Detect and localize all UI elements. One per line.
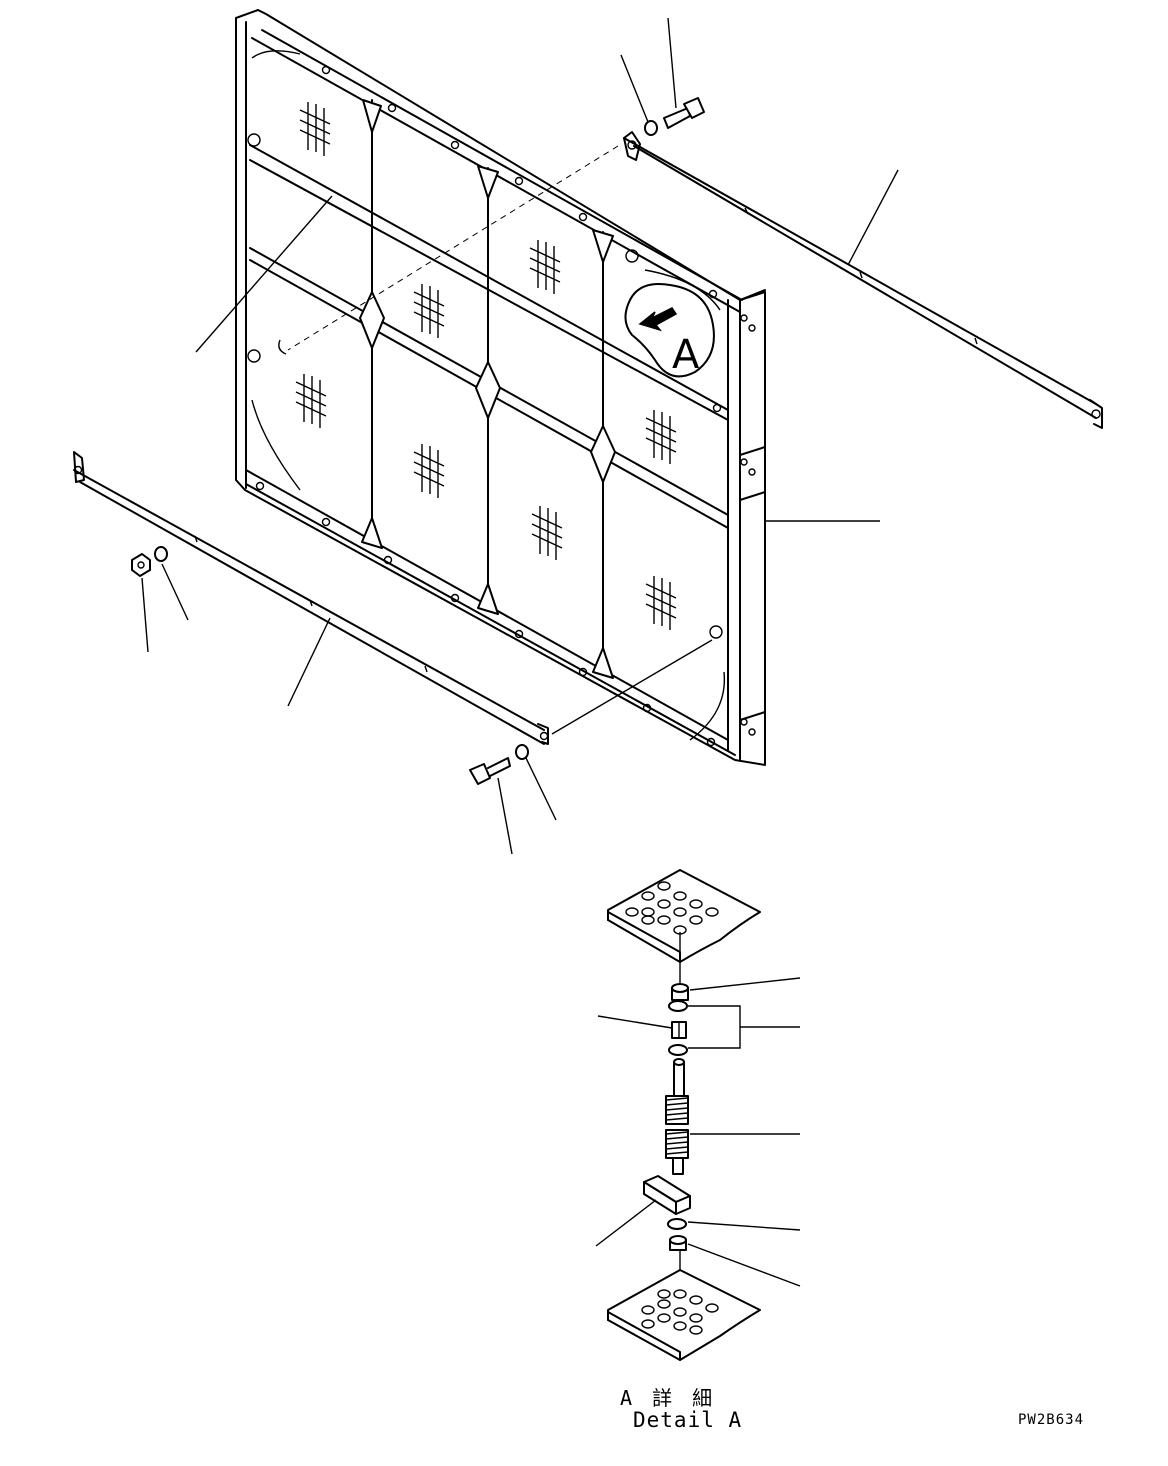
detail-spring xyxy=(665,1095,689,1175)
lower-bolt xyxy=(469,757,511,785)
detail-a-callout: A xyxy=(624,283,715,378)
leader-lines-detail xyxy=(595,977,801,1287)
lower-bolt-washer xyxy=(515,744,529,760)
upper-washer xyxy=(644,120,658,136)
frame-bolt-holes xyxy=(247,65,756,747)
guard-frame: A xyxy=(235,9,766,766)
leader-lines-main xyxy=(141,17,899,855)
detail-caption-japanese: A 詳 細 xyxy=(620,1386,717,1410)
lower-washer xyxy=(154,546,168,562)
mesh-hatch-marks xyxy=(295,102,677,630)
lower-nut xyxy=(131,553,151,577)
detail-top-mesh-plate xyxy=(607,869,761,963)
callout-letter: A xyxy=(672,332,700,378)
drawing-number: PW2B634 xyxy=(1018,1412,1085,1428)
detail-a-assembly xyxy=(595,869,801,1361)
upper-bolt xyxy=(663,97,705,129)
lower-tie-rod xyxy=(73,451,549,745)
detail-caption-english: Detail A xyxy=(633,1408,743,1432)
upper-tie-rod xyxy=(623,131,1103,429)
detail-bottom-mesh-plate xyxy=(607,1269,761,1361)
assembly-line-upper xyxy=(287,145,619,351)
assembly-line-lower xyxy=(551,639,713,735)
